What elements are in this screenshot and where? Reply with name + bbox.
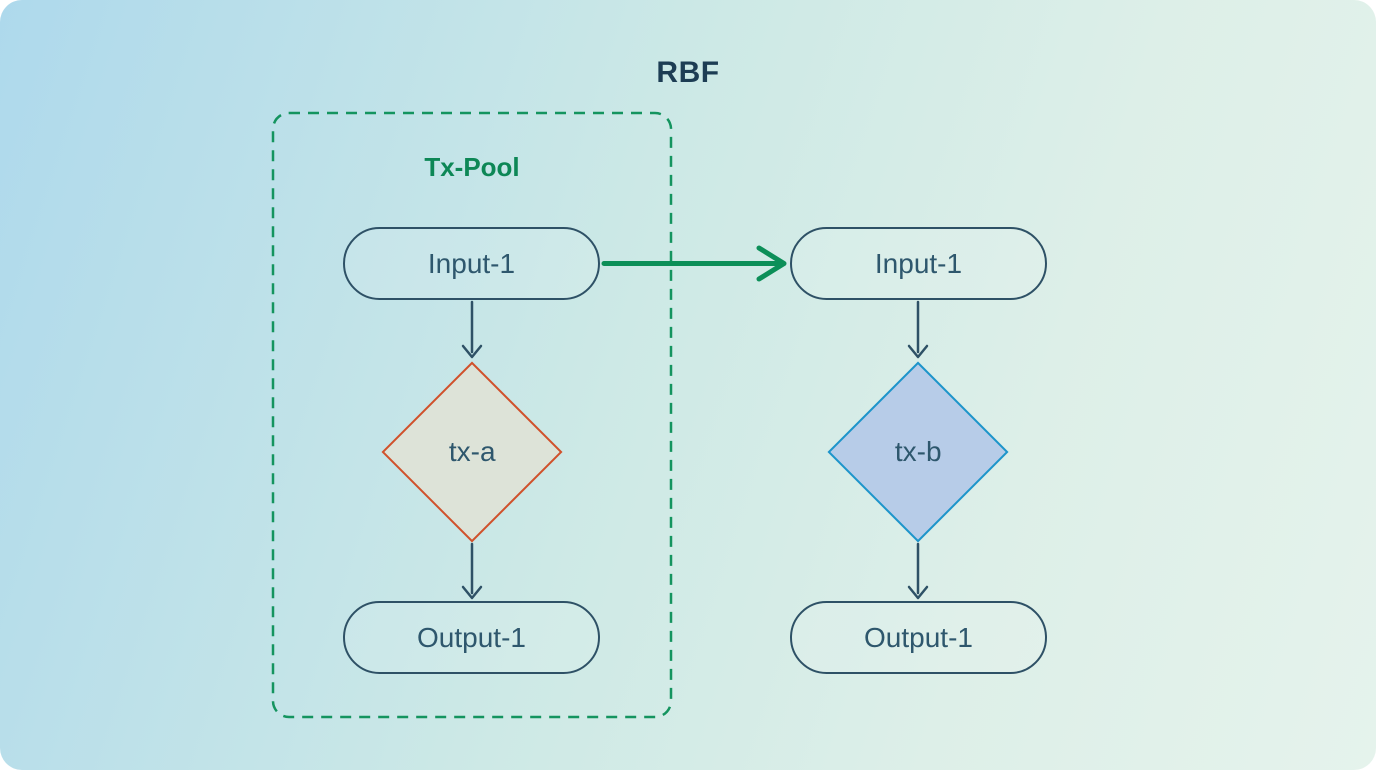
node-right-output-1: Output-1 [790, 601, 1047, 674]
diagram-title: RBF [656, 56, 720, 89]
node-label: Input-1 [874, 247, 963, 279]
arrow-right-input-to-tx-b [907, 300, 929, 359]
arrow-left-input-to-tx-a [461, 300, 483, 359]
tx-pool-label: Tx-Pool [424, 152, 520, 182]
arrow-head [461, 585, 483, 600]
arrow-head [907, 344, 929, 359]
arrow-head [461, 344, 483, 359]
node-left-input-1: Input-1 [343, 227, 600, 300]
node-label: Output-1 [417, 621, 526, 653]
node-right-input-1: Input-1 [790, 227, 1047, 300]
arrow-head [907, 585, 929, 600]
node-label: tx-b [894, 436, 942, 467]
node-label: tx-a [448, 436, 496, 467]
replace-arrow-left-input-to-right-input [601, 245, 787, 282]
node-left-output-1: Output-1 [343, 601, 600, 674]
arrow-tx-a-to-left-output [461, 542, 483, 600]
arrow-tx-b-to-right-output [907, 542, 929, 600]
node-label: Input-1 [427, 247, 516, 279]
node-label: Output-1 [864, 621, 973, 653]
arrow-head [756, 245, 787, 282]
